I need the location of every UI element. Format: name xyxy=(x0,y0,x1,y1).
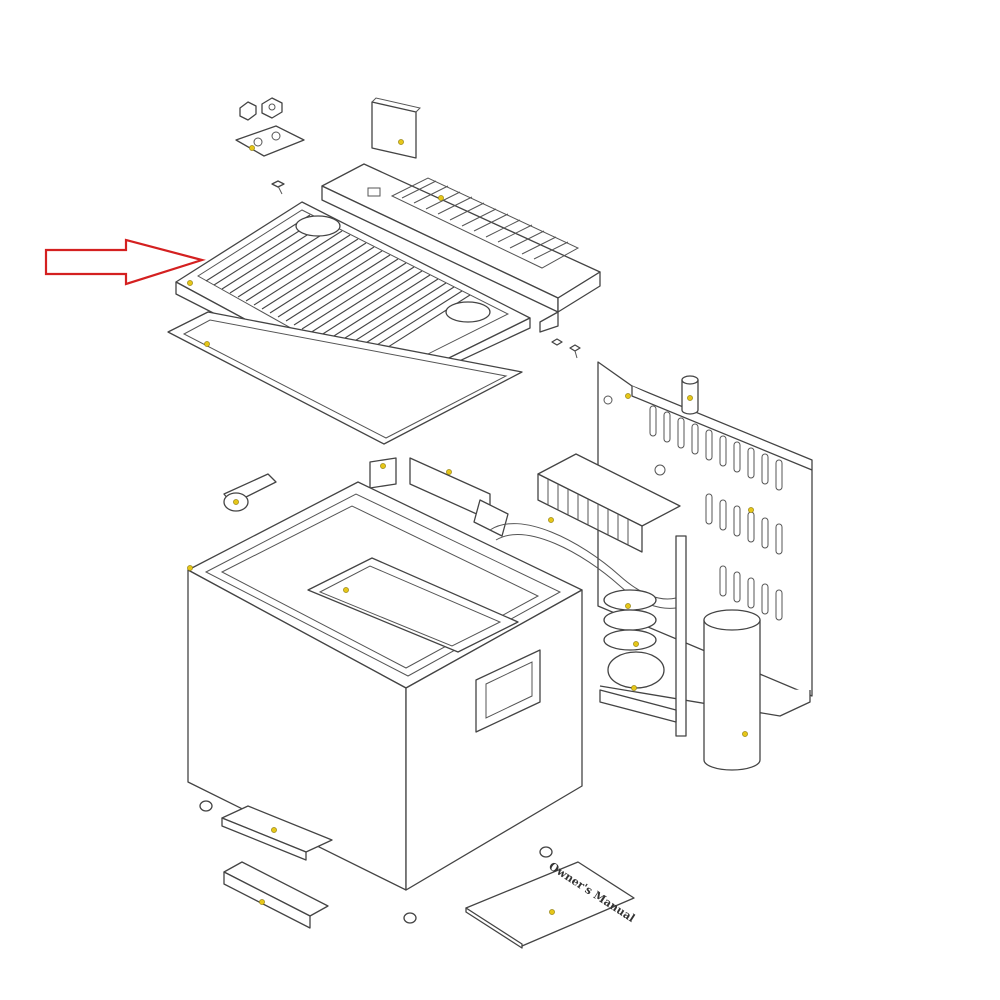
burner-shield[interactable] xyxy=(703,609,761,771)
lid-screws[interactable] xyxy=(551,338,581,359)
control-panel-housing[interactable] xyxy=(321,163,601,333)
drip-tray-upper[interactable] xyxy=(221,805,333,861)
thermostat-knob[interactable] xyxy=(223,473,277,512)
drip-tray-lower[interactable] xyxy=(223,861,329,929)
hinge-screw[interactable] xyxy=(271,180,285,195)
hinge-caps[interactable] xyxy=(239,97,283,121)
rear-brackets[interactable] xyxy=(369,457,554,537)
owners-manual[interactable]: Owner's Manual xyxy=(465,860,637,949)
cover-plate[interactable] xyxy=(371,97,421,159)
cooling-unit[interactable] xyxy=(489,453,687,737)
flue-pipe[interactable] xyxy=(681,375,699,415)
lid-gasket[interactable] xyxy=(167,311,523,445)
cabinet-feet[interactable] xyxy=(199,800,553,924)
hinge-bracket[interactable] xyxy=(235,125,305,157)
pointer-arrow xyxy=(44,238,206,286)
cabinet-body[interactable] xyxy=(187,481,583,891)
